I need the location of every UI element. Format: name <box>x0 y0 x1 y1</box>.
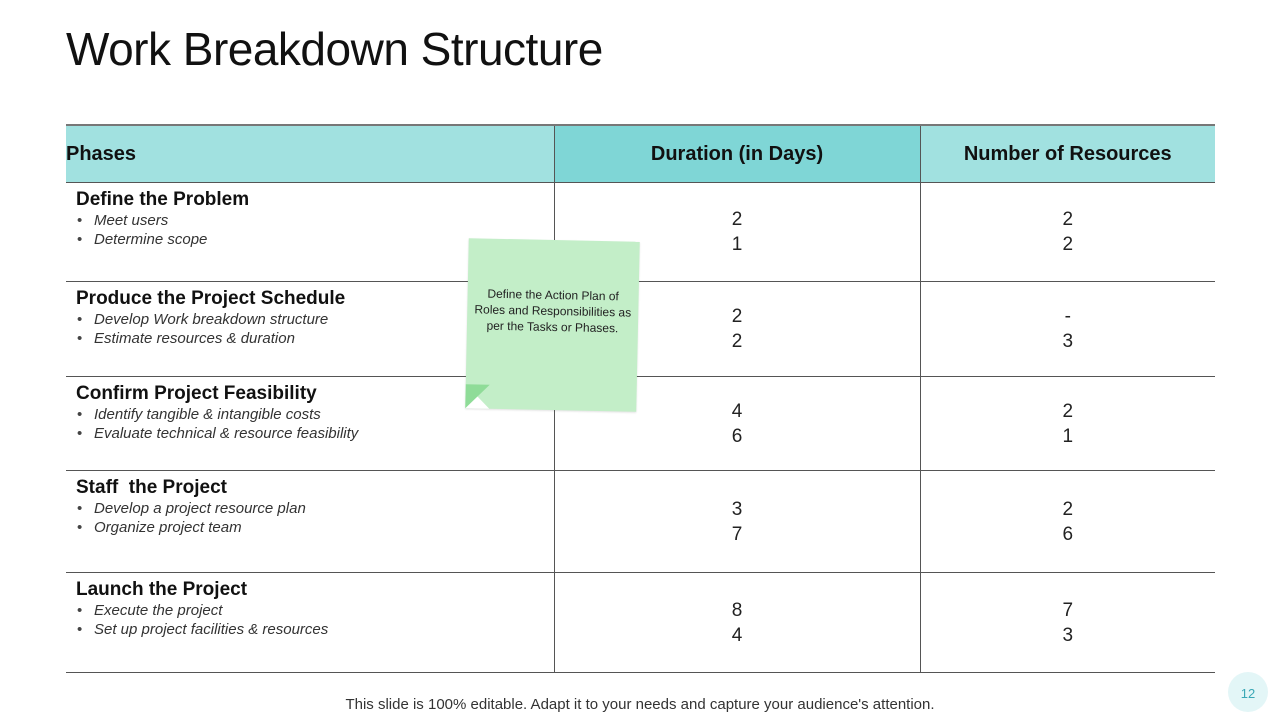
phase-name: Staff the Project <box>76 477 227 498</box>
task-item: Determine scope <box>76 230 554 249</box>
resources-value: 2 <box>1062 209 1074 230</box>
table-row: Confirm Project Feasibility Identify tan… <box>66 376 1215 471</box>
duration-value: 8 <box>731 599 743 621</box>
table-row: Define the Problem Meet users Determine … <box>66 182 1215 282</box>
phase-tasks: Meet users Determine scope <box>76 211 554 249</box>
duration-value: 4 <box>731 624 743 646</box>
resources-value: 2 <box>1062 498 1074 520</box>
phase-name: Launch the Project <box>76 579 248 600</box>
duration-value: 2 <box>731 209 743 230</box>
duration-value: 7 <box>731 523 743 545</box>
task-item: Execute the project <box>76 601 554 620</box>
slide-title: Work Breakdown Structure <box>66 23 603 75</box>
task-item: Set up project facilities & resources <box>76 620 554 639</box>
phase-name: Define the Problem <box>76 189 250 210</box>
table-row: Staff the Project Develop a project reso… <box>66 470 1215 573</box>
resources-cell: 2 6 <box>919 470 1215 573</box>
task-item: Evaluate technical & resource feasibilit… <box>76 424 554 443</box>
resources-value: 3 <box>1062 624 1074 646</box>
phase-cell: Launch the Project Execute the project S… <box>66 572 554 673</box>
resources-value: 2 <box>1062 400 1074 422</box>
phase-name: Confirm Project Feasibility <box>76 383 317 404</box>
task-item: Organize project team <box>76 518 554 537</box>
task-item: Identify tangible & intangible costs <box>76 405 554 424</box>
duration-value: 6 <box>731 425 743 447</box>
resources-value: 1 <box>1062 425 1074 447</box>
phase-tasks: Develop Work breakdown structure Estimat… <box>76 310 554 348</box>
resources-value: 6 <box>1062 523 1074 545</box>
header-duration: Duration (in Days) <box>553 124 920 183</box>
resources-cell: 7 3 <box>919 572 1215 673</box>
duration-value: 3 <box>731 498 743 520</box>
resources-cell: 2 1 <box>919 376 1215 471</box>
duration-cell: 8 4 <box>553 572 920 673</box>
duration-value: 1 <box>731 234 743 255</box>
sticky-note: Define the Action Plan of Roles and Resp… <box>465 238 640 412</box>
sticky-note-text: Define the Action Plan of Roles and Resp… <box>474 286 632 336</box>
phase-name: Produce the Project Schedule <box>76 288 346 309</box>
task-item: Develop Work breakdown structure <box>76 310 554 329</box>
page-number-badge: 12 <box>1228 672 1268 712</box>
task-item: Meet users <box>76 211 554 230</box>
resources-value: 7 <box>1062 599 1074 621</box>
table-row: Produce the Project Schedule Develop Wor… <box>66 281 1215 377</box>
phase-tasks: Identify tangible & intangible costs Eva… <box>76 405 554 443</box>
footer-note: This slide is 100% editable. Adapt it to… <box>345 696 935 713</box>
resources-cell: 2 2 <box>919 182 1215 282</box>
duration-value: 4 <box>731 400 743 422</box>
wbs-table: Phases Duration (in Days) Number of Reso… <box>66 124 1215 673</box>
resources-cell: - 3 <box>919 281 1215 377</box>
resources-value: 3 <box>1062 331 1074 352</box>
table-header-row: Phases Duration (in Days) Number of Reso… <box>66 124 1215 183</box>
duration-value: 2 <box>731 306 743 327</box>
phase-tasks: Develop a project resource plan Organize… <box>76 499 554 537</box>
header-phases: Phases <box>66 124 554 183</box>
table-row: Launch the Project Execute the project S… <box>66 572 1215 673</box>
task-item: Estimate resources & duration <box>76 329 554 348</box>
task-item: Develop a project resource plan <box>76 499 554 518</box>
header-resources: Number of Resources <box>919 124 1215 183</box>
resources-value: 2 <box>1062 234 1074 255</box>
duration-cell: 3 7 <box>553 470 920 573</box>
phase-cell: Staff the Project Develop a project reso… <box>66 470 554 573</box>
resources-value: - <box>1064 306 1071 327</box>
phase-tasks: Execute the project Set up project facil… <box>76 601 554 639</box>
duration-value: 2 <box>731 331 743 352</box>
note-fold-corner <box>465 384 490 409</box>
